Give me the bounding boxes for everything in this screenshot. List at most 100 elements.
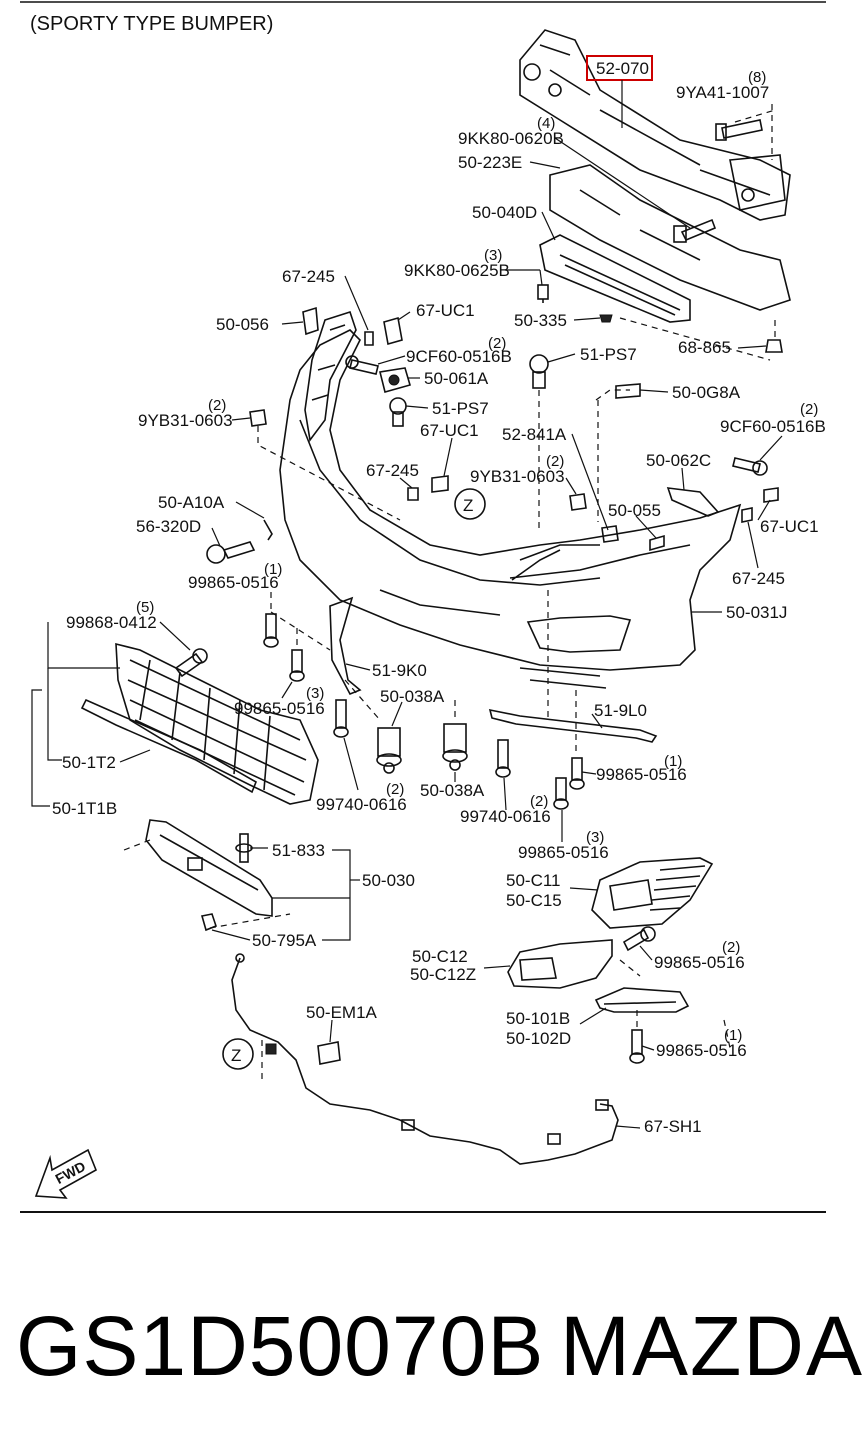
- license-bracket-50-030: [145, 819, 273, 917]
- label-68-865: 68-865: [678, 338, 731, 357]
- label-67-uc1-b: 67-UC1: [420, 421, 479, 440]
- label-67-uc1-a: 67-UC1: [416, 301, 475, 320]
- label-51-833: 51-833: [272, 841, 325, 860]
- leader-50-c11: [569, 887, 599, 891]
- qty-99865-e: (2): [722, 939, 740, 956]
- label-50-a10a: 50-A10A: [158, 493, 225, 512]
- screw-99865-a: [263, 613, 279, 648]
- dash-50-335: [619, 317, 771, 361]
- leader-50-335: [573, 317, 601, 321]
- leader-50-0g8a: [639, 389, 669, 393]
- leader-67-245-c: [747, 521, 759, 569]
- label-50-c15: 50-C15: [506, 891, 562, 910]
- leader-50-040d: [541, 211, 556, 241]
- label-99865-a: 99865-0516: [188, 573, 279, 592]
- qty-99865-d: (3): [586, 829, 604, 846]
- leader-9yb31-a: [231, 417, 251, 421]
- leader-99740-b: [503, 777, 507, 811]
- part-50-056: [302, 306, 319, 336]
- dash-50-030: [123, 839, 291, 929]
- connector-67-245-b: [407, 487, 419, 501]
- diagram-title: (SPORTY TYPE BUMPER): [30, 13, 273, 35]
- leader-9cf60-a: [377, 355, 406, 365]
- bumper-cover-50-031j: [279, 329, 742, 689]
- leader-67-uc1-a: [397, 311, 411, 321]
- nut-9yb31-b: [569, 493, 587, 511]
- leader-9yb31-b: [565, 477, 577, 495]
- footer: GS1D50070B MAZDA: [0, 1290, 864, 1410]
- label-9kk80-0625b: 9KK80-0625B: [404, 261, 510, 280]
- trim-50-1t2: [80, 698, 258, 794]
- bracket-50-040d: [539, 234, 691, 323]
- screw-99740-b: [495, 739, 511, 778]
- label-50-c12z: 50-C12Z: [410, 965, 476, 984]
- label-50-223e: 50-223E: [458, 153, 522, 172]
- grille-50-1t1b: [115, 642, 319, 805]
- bracket-51-9k0: [329, 596, 362, 696]
- dash-9ya41: [734, 104, 776, 160]
- ref-z2: Z: [231, 1046, 241, 1065]
- fog-bezel-50-c12: [507, 939, 613, 989]
- fwd-arrow-icon: FWD: [34, 1148, 98, 1199]
- leader-50-062c: [681, 467, 685, 491]
- label-50-030: 50-030: [362, 871, 415, 890]
- label-50-c11: 50-C11: [506, 871, 561, 890]
- leader-51-9l0: [591, 713, 603, 729]
- screw-99865-d: [553, 777, 569, 810]
- diagram-canvas: (SPORTY TYPE BUMPER) 52-070 (8) 9YA41-10…: [20, 1, 826, 1213]
- connector-67-245-c: [741, 507, 753, 523]
- label-67-245-c: 67-245: [732, 569, 785, 588]
- label-99865-e: 99865-0516: [654, 953, 745, 972]
- screw-99865-e: [622, 926, 656, 952]
- label-99865-d: 99865-0516: [518, 843, 609, 862]
- leader-67-sh1: [615, 1125, 641, 1129]
- label-9ya41: 9YA41-1007: [676, 83, 769, 102]
- tow-hook-56-320d: [206, 541, 256, 564]
- label-52-841a: 52-841A: [502, 425, 567, 444]
- part-50-055: [649, 534, 665, 552]
- label-50-038a-a: 50-038A: [380, 687, 445, 706]
- bracket-50-062c: [666, 487, 720, 517]
- label-50-1t1b: 50-1T1B: [52, 799, 117, 818]
- screw-99868: [174, 648, 208, 678]
- leader-51-ps7-a: [547, 353, 576, 363]
- ref-circle-z: [454, 488, 486, 520]
- leader-67-245-a: [344, 275, 369, 331]
- dash-99865-a: [270, 592, 331, 651]
- qty-99865-c: (1): [664, 753, 682, 770]
- group-line-50-1t2: [47, 668, 62, 761]
- part-52-841a: [601, 525, 619, 543]
- screw-99740-a: [333, 699, 349, 738]
- label-50-055: 50-055: [608, 501, 661, 520]
- screw-99865-c: [569, 757, 585, 790]
- screw-99865-f: [629, 1029, 645, 1064]
- label-50-038a-b: 50-038A: [420, 781, 485, 800]
- label-9cf60-b: 9CF60-0516B: [720, 417, 826, 436]
- clip-50-038a-a: [376, 727, 402, 774]
- leader-50-223e: [529, 161, 561, 169]
- label-67-245-b: 67-245: [366, 461, 419, 480]
- label-99740-b: 99740-0616: [460, 807, 551, 826]
- leader-67-245-b: [399, 477, 413, 489]
- leader-9kk80-0625b-2: [539, 269, 543, 286]
- label-99865-c: 99865-0516: [596, 765, 687, 784]
- label-67-uc1-c: 67-UC1: [760, 517, 819, 536]
- qty-9yb31-b: (2): [546, 453, 564, 470]
- part-50-795a: [200, 913, 217, 932]
- qty-99865-b: (3): [306, 685, 324, 702]
- bumper-reinforcement: [519, 29, 791, 221]
- leader-50-056: [281, 321, 304, 325]
- clip-51-ps7-b: [389, 397, 407, 427]
- label-51-9k0: 51-9K0: [372, 661, 427, 680]
- label-56-320d: 56-320D: [136, 517, 201, 536]
- fwd-label: FWD: [52, 1158, 88, 1187]
- label-9yb31-b: 9YB31-0603: [470, 467, 565, 486]
- qty-99868: (5): [136, 599, 154, 616]
- label-52-070: 52-070: [596, 59, 649, 78]
- qty-9kk80-0620b: (4): [537, 115, 555, 132]
- part-number: GS1D50070B: [16, 1299, 545, 1393]
- connector-67-uc1-a: [383, 316, 403, 346]
- screw-9cf60-b: [732, 457, 768, 476]
- leader-50-795a: [211, 929, 251, 941]
- dash-99865-e: [619, 959, 641, 977]
